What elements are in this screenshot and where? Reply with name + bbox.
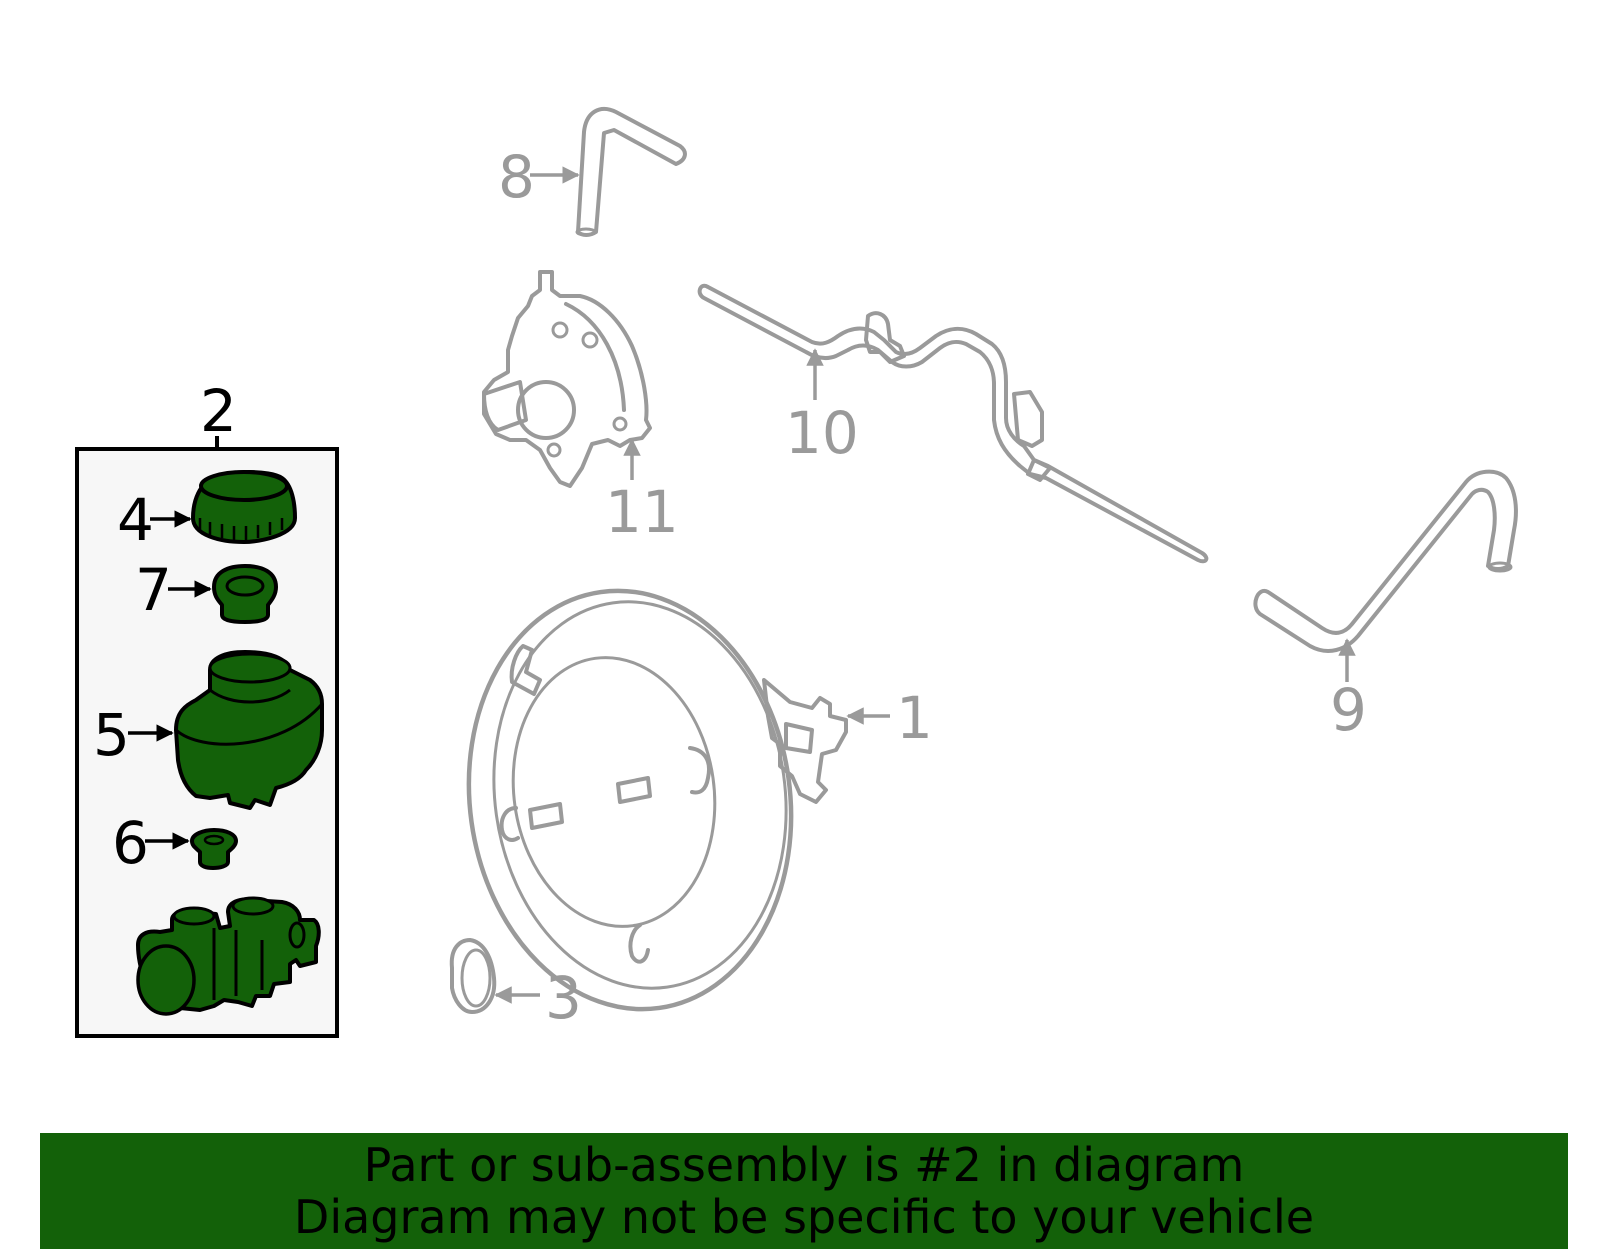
reservoir-cap-part[interactable] <box>191 470 297 544</box>
callout-2: 2 <box>200 377 237 445</box>
callout-7: 7 <box>135 556 172 624</box>
callout-8: 8 <box>498 143 535 211</box>
vacuum-hose-upper-part[interactable] <box>575 106 687 237</box>
vacuum-pump-part[interactable] <box>482 270 652 488</box>
callout-10: 10 <box>785 399 859 467</box>
vacuum-tube-part[interactable] <box>697 283 1209 564</box>
callout-6: 6 <box>112 809 149 877</box>
vacuum-hose-lower-part[interactable] <box>1253 469 1518 653</box>
callout-4: 4 <box>117 486 154 554</box>
grommet-part[interactable] <box>190 828 238 870</box>
strainer-part[interactable] <box>212 564 278 624</box>
info-banner: Part or sub-assembly is #2 in diagram Di… <box>40 1133 1568 1249</box>
callout-9: 9 <box>1330 676 1367 744</box>
callout-5: 5 <box>93 701 130 769</box>
brake-fluid-reservoir-part[interactable] <box>174 650 324 810</box>
booster-seal-part[interactable] <box>449 938 497 1014</box>
brake-booster-part[interactable] <box>442 570 848 1030</box>
callout-11: 11 <box>605 478 679 546</box>
master-cylinder-part[interactable] <box>136 896 321 1016</box>
banner-line-1: Part or sub-assembly is #2 in diagram <box>363 1138 1245 1192</box>
banner-line-2: Diagram may not be specific to your vehi… <box>293 1190 1315 1244</box>
callout-3: 3 <box>545 964 582 1032</box>
callout-1: 1 <box>896 684 933 752</box>
